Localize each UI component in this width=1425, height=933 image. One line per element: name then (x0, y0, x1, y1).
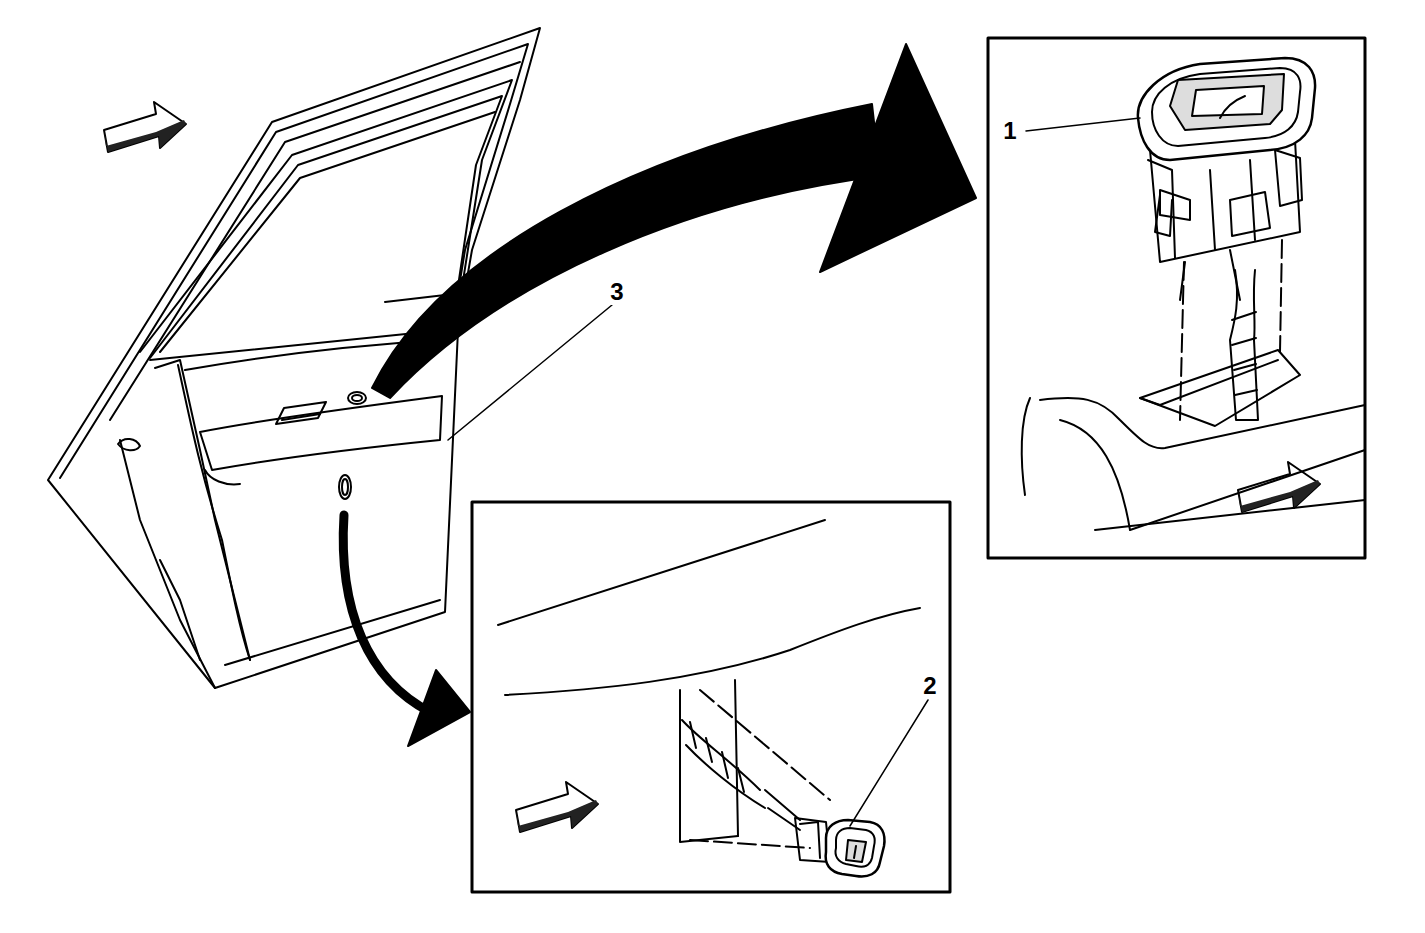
callout-number: 3 (608, 279, 625, 305)
leader-lines (448, 118, 1140, 826)
callout-number: 1 (1001, 118, 1018, 144)
window-switch-inset (988, 38, 1365, 558)
callout-number: 2 (921, 673, 938, 699)
door-lock-switch-inset (472, 502, 950, 892)
rear-door (48, 28, 540, 688)
